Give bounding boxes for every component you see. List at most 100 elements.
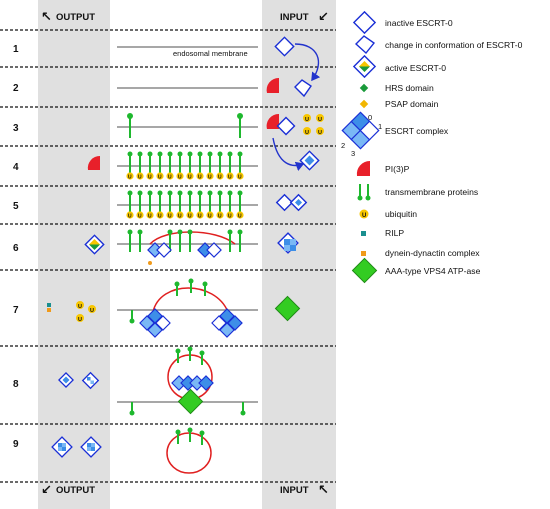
escrt-stack-right (211, 308, 243, 338)
svg-text:U: U (305, 117, 309, 123)
row-8 (58, 346, 258, 416)
ubiquitin-tag (176, 172, 184, 180)
ubiquitinated-protein: U (176, 190, 184, 220)
ubiquitin-letter: U (228, 175, 232, 181)
pi3p-icon (87, 155, 100, 170)
svg-text:PI(3)P: PI(3)P (385, 164, 410, 174)
legend: inactive ESCRT-0 change in conformation … (341, 10, 523, 284)
ubiquitin-tag (216, 172, 224, 180)
invaginating-membrane (149, 231, 236, 245)
ubiquitin-tag (126, 211, 134, 219)
active-escrt0-icon (299, 150, 320, 171)
svg-text:U: U (305, 130, 309, 136)
ubiquitinated-protein: U (136, 151, 144, 181)
ubiquitin-tag (146, 172, 154, 180)
escrt-complex-right (197, 242, 222, 258)
ubiquitin-letter: U (208, 175, 212, 181)
ubiquitinated-protein: U (196, 151, 204, 181)
row-7: U U U (47, 278, 301, 338)
ubiquitinated-protein: U (236, 151, 244, 181)
header-input-label: INPUT (280, 12, 309, 23)
conformation-arrow-1 (294, 43, 321, 82)
ubiquitin-tag (236, 211, 244, 219)
footer-input: INPUT ↖ (280, 482, 329, 497)
row-2 (117, 77, 312, 98)
row-number-9: 9 (13, 439, 19, 450)
ubiquitin-letter: U (188, 214, 192, 220)
row-number-8: 8 (13, 379, 19, 390)
ubiquitinated-protein: U (186, 151, 194, 181)
ubiquitin-letter: U (148, 175, 152, 181)
ubiquitin-letter: U (208, 214, 212, 220)
ubiquitinated-protein: U (236, 190, 244, 220)
legend-item-psap-domain: PSAP domain (359, 99, 439, 109)
svg-text:U: U (90, 308, 94, 314)
ubiquitinated-protein: U (196, 190, 204, 220)
ubiquitin-letter: U (218, 214, 222, 220)
ubiquitin-letter: U (198, 175, 202, 181)
ubiquitin-tag (186, 211, 194, 219)
ubiquitin-tag (156, 211, 164, 219)
svg-text:1: 1 (378, 122, 382, 131)
svg-text:transmembrane proteins: transmembrane proteins (385, 187, 478, 197)
pi3p-icon (356, 160, 370, 176)
row-number-2: 2 (13, 83, 19, 94)
footer-input-label: INPUT (280, 485, 309, 496)
svg-text:ubiquitin: ubiquitin (385, 209, 417, 219)
escrt-complex-input-icon (277, 232, 299, 254)
svg-text:RILP: RILP (385, 228, 404, 238)
ubiquitinated-protein (177, 229, 183, 252)
legend-item-escrt-complex: 0 1 2 3 ESCRT complex (341, 111, 449, 158)
ubiquitin-letter: U (178, 214, 182, 220)
svg-text:AAA-type VPS4 ATP-ase: AAA-type VPS4 ATP-ase (385, 266, 481, 276)
changed-escrt0-icon (294, 79, 312, 98)
ubiquitin-tag (146, 211, 154, 219)
ubiquitinated-protein: U (226, 151, 234, 181)
membrane-proteins (129, 402, 246, 416)
ubiquitin-letter: U (148, 214, 152, 220)
changed-escrt0-icon (354, 35, 376, 55)
ubiquitin-letter: U (238, 175, 242, 181)
ubiquitin-cluster: U U U U (303, 114, 324, 136)
active-escrt0-output-icon (84, 234, 105, 255)
ubiquitin-tag (166, 211, 174, 219)
svg-text:2: 2 (341, 141, 345, 150)
ubiquitin-letter: U (138, 175, 142, 181)
ubiquitinated-protein: U (126, 190, 134, 220)
header-output-arrow-icon: ↖ (41, 9, 52, 24)
conformation-arrow-2 (272, 137, 305, 171)
row-number-5: 5 (13, 201, 19, 212)
legend-item-active-escrt0: active ESCRT-0 (352, 54, 446, 79)
transmembrane-protein (237, 113, 243, 138)
legend-item-hrs-domain: HRS domain (359, 83, 434, 93)
svg-text:0: 0 (368, 113, 372, 122)
row-1: endosomal membrane (117, 36, 321, 82)
released-ubiquitin: U U U (76, 301, 96, 323)
ubiquitinated-protein: U (216, 190, 224, 220)
vesicle-proteins (175, 427, 205, 445)
row-numbers: 1 2 3 4 5 6 7 8 9 (13, 44, 19, 450)
ubiquitinated-protein (237, 229, 243, 252)
dynein-dot (148, 261, 152, 265)
svg-text:U: U (362, 213, 366, 219)
ubiquitin-letter: U (128, 175, 132, 181)
ubiquitinated-protein: U (206, 151, 214, 181)
header-input: INPUT ↙ (280, 9, 329, 24)
footer-output-arrow-icon: ↙ (41, 482, 52, 497)
rilp-icon (361, 231, 366, 236)
legend-item-rilp: RILP (361, 228, 404, 238)
ubiquitin-icon (359, 209, 369, 219)
row-3: U U U U (117, 113, 324, 171)
ubiquitinated-protein (127, 229, 133, 252)
ubiquitin-tag (136, 211, 144, 219)
ubiquitin-tag (136, 172, 144, 180)
legend-item-inactive-escrt0: inactive ESCRT-0 (352, 10, 453, 35)
ubiquitinated-protein: U (166, 151, 174, 181)
protein-on-bud (174, 278, 208, 296)
inactive-escrt0-icon (352, 10, 377, 35)
ubiquitin-tag (166, 172, 174, 180)
row-number-4: 4 (13, 162, 19, 173)
